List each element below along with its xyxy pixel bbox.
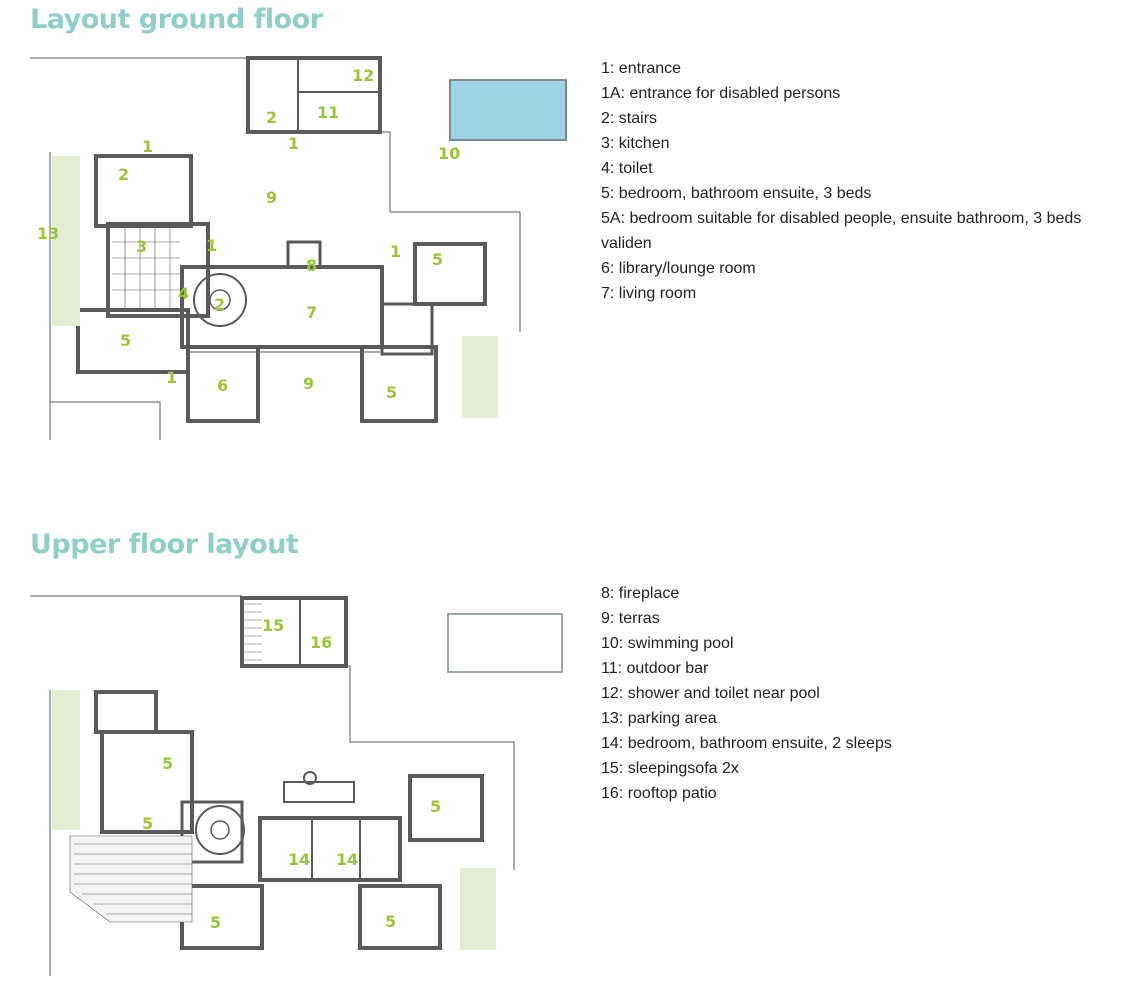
upper-southeast-bedroom [358,884,442,950]
room-label: 5 [432,250,443,269]
legend-item: 6: library/lounge room [601,260,756,277]
legend-item: 12: shower and toilet near pool [601,685,820,702]
room-label: 1 [166,368,177,387]
room-label: 5 [210,913,221,932]
upper-floor-title: Upper floor layout [30,529,299,560]
room-label: 3 [136,237,147,256]
room-label: 2 [266,108,277,127]
sleepingsofa-stair-hatch [244,603,262,661]
upper-southwest-bedroom [180,884,264,950]
legend-item: 16: rooftop patio [601,785,717,802]
rooftop-patio-block [240,596,348,668]
legend-item: 8: fireplace [601,585,680,602]
room-label: 1 [206,236,217,255]
room-label: 7 [306,303,317,322]
bedroom-block-south [360,345,438,423]
upper-parking-west [52,690,80,830]
room-label: 4 [178,284,189,303]
upper-east-bedroom [408,774,484,842]
left-wing-north [94,154,193,228]
legend-item: 5A: bedroom suitable for disabled people… [601,210,1082,252]
room-label: 13 [37,224,59,243]
upper-floor-plan-drawing: 15 16 5 5 5 14 14 5 5 [30,595,563,976]
parking-area-east [462,336,498,418]
legend-item: 2: stairs [601,110,658,127]
room-label: 5 [142,814,153,833]
room-label: 1 [288,134,299,153]
legend-item: 3: kitchen [601,135,670,152]
room-label: 1 [142,137,153,156]
swimming-pool [449,79,567,141]
room-label: 9 [303,374,314,393]
room-label: 14 [288,850,310,869]
kitchen-block [106,222,210,318]
ground-floor-plan: 12 11 2 1 10 1 9 2 13 3 1 1 5 4 8 2 7 5 … [30,52,570,444]
room-label: 2 [214,295,225,314]
upper-central-rooms [258,816,402,882]
room-label: 9 [266,188,277,207]
room-label: 15 [262,616,284,635]
spiral-stair [193,273,247,327]
upper-west-bedroom [100,730,194,834]
bedroom-block-west [76,308,190,374]
upper-pool-outline [447,613,563,673]
legend-item: 15: sleepingsofa 2x [601,760,739,777]
room-label: 14 [336,850,358,869]
roof-tiles [69,835,193,923]
legend-item: 14: bedroom, bathroom ensuite, 2 sleeps [601,735,892,752]
room-label: 1 [390,242,401,261]
kitchen-floor-grid [112,228,180,312]
legend-item: 9: terras [601,610,660,627]
legend-item: 10: swimming pool [601,635,734,652]
room-label: 5 [386,383,397,402]
room-label: 5 [162,754,173,773]
window-marks [190,347,380,353]
legend-item: 7: living room [601,285,697,302]
legend-item: 5: bedroom, bathroom ensuite, 3 beds [601,185,872,202]
legend-item: 1A: entrance for disabled persons [601,85,841,102]
room-label: 12 [352,66,374,85]
ground-floor-legend: 1: entrance 1A: entrance for disabled pe… [601,56,1121,306]
library-block [186,345,260,423]
bedroom-5a-block [413,242,487,306]
ground-floor-title: Layout ground floor [30,4,323,35]
room-label: 16 [310,633,332,652]
legend-item: 1: entrance [601,60,682,77]
ground-floor-plan-drawing: 12 11 2 1 10 1 9 2 13 3 1 1 5 4 8 2 7 5 … [30,56,567,440]
room-label: 10 [438,144,460,163]
parking-area-west [52,156,80,326]
legend-item: 4: toilet [601,160,653,177]
room-label: 11 [317,103,339,122]
legend-item: 11: outdoor bar [601,660,709,677]
room-label: 6 [217,376,228,395]
upper-floor-plan: 15 16 5 5 5 14 14 5 5 [30,592,570,978]
upper-parking-east [460,868,496,950]
room-label: 2 [118,165,129,184]
upper-spiral-stair [195,805,245,855]
legend-item: 13: parking area [601,710,717,727]
room-label: 8 [306,256,317,275]
room-label: 5 [120,331,131,350]
upper-floor-legend: 8: fireplace 9: terras 10: swimming pool… [601,581,1121,806]
outdoor-bar-building [246,56,382,134]
upper-stair-block [94,690,158,734]
room-label: 5 [385,912,396,931]
room-label: 5 [430,797,441,816]
